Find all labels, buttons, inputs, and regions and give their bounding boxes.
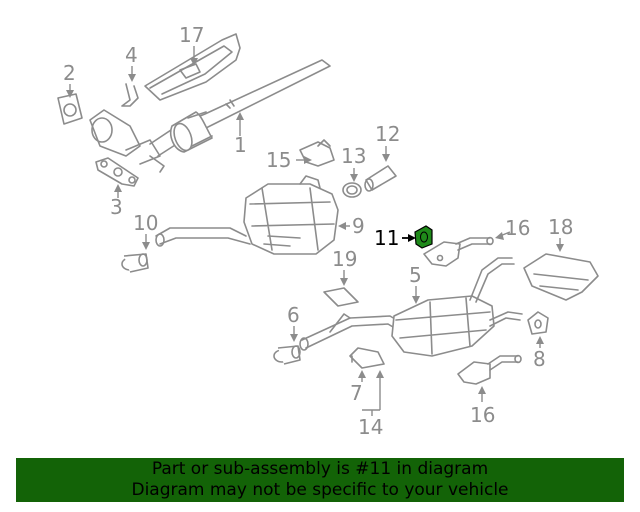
banner-line-part-number: Part or sub-assembly is #11 in diagram xyxy=(151,459,489,479)
callout-14: 14 xyxy=(358,415,383,439)
tail-pipe-12 xyxy=(364,165,397,192)
center-muffler-9 xyxy=(155,175,339,255)
bracket-7 xyxy=(349,347,385,369)
callout-13: 13 xyxy=(341,144,366,168)
callout-10: 10 xyxy=(133,211,158,235)
rear-muffler-5 xyxy=(299,257,523,357)
bracket-19 xyxy=(323,287,359,307)
hanger-6 xyxy=(273,345,301,365)
heat-shield-17 xyxy=(144,33,241,101)
isolator-11-highlighted xyxy=(414,225,433,249)
manifold-converter xyxy=(89,109,165,173)
callout-2: 2 xyxy=(63,61,76,85)
callout-5: 5 xyxy=(409,263,422,287)
callout-3: 3 xyxy=(110,195,123,219)
bracket-4 xyxy=(121,83,139,107)
bracket-16-lower xyxy=(457,354,522,385)
callout-8: 8 xyxy=(533,347,546,371)
gasket-2 xyxy=(57,93,83,125)
hanger-10 xyxy=(121,253,149,273)
callout-4: 4 xyxy=(125,43,138,67)
callout-16-upper: 16 xyxy=(505,216,530,240)
banner-line-disclaimer: Diagram may not be specific to your vehi… xyxy=(131,480,509,500)
flange-3 xyxy=(95,157,139,187)
callout-11-highlighted: 11 xyxy=(374,226,399,250)
bracket-16-upper xyxy=(423,236,494,267)
exhaust-parts-diagram: 17 2 4 1 3 15 13 12 9 10 11 16 18 5 19 6… xyxy=(57,23,599,439)
callout-17: 17 xyxy=(179,23,204,47)
callout-12: 12 xyxy=(375,122,400,146)
callout-6: 6 xyxy=(287,303,300,327)
callout-7: 7 xyxy=(350,381,363,405)
clamp-13 xyxy=(342,182,362,198)
callout-1: 1 xyxy=(234,133,247,157)
callout-19: 19 xyxy=(332,247,357,271)
isolator-8 xyxy=(527,311,549,335)
callout-18: 18 xyxy=(548,215,573,239)
callout-16-lower: 16 xyxy=(470,403,495,427)
callout-9: 9 xyxy=(352,214,365,238)
info-banner: Part or sub-assembly is #11 in diagram D… xyxy=(16,458,624,502)
callout-15: 15 xyxy=(266,148,291,172)
leader-lines xyxy=(66,46,564,416)
front-pipe-1 xyxy=(149,59,331,157)
heat-shield-18 xyxy=(523,253,599,301)
callout-labels: 17 2 4 1 3 15 13 12 9 10 11 16 18 5 19 6… xyxy=(63,23,573,439)
